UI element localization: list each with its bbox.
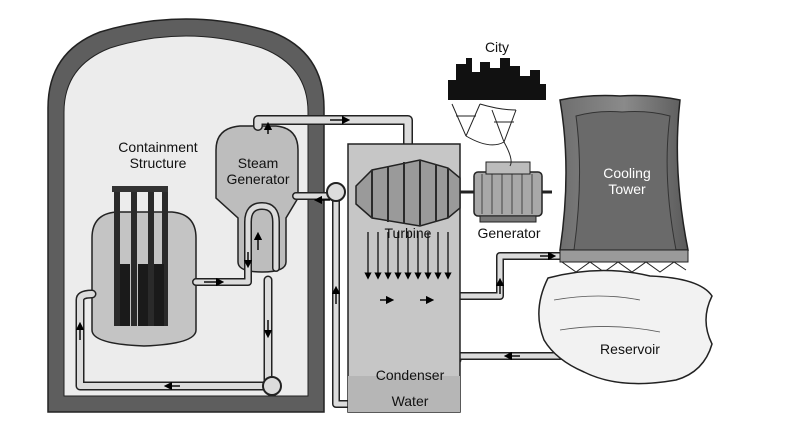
containment-label-line1: Containment	[118, 139, 197, 155]
power-lines	[451, 103, 517, 167]
reservoir	[538, 269, 713, 385]
reactor-vessel	[91, 186, 197, 347]
city-skyline	[448, 58, 546, 100]
cooling-tower-label-line2: Tower	[608, 181, 646, 197]
steam-generator-label-line1: Steam	[238, 155, 278, 171]
cooling-tower-label-line1: Cooling	[603, 165, 650, 181]
generator-label: Generator	[477, 225, 540, 241]
cooling-tower	[559, 94, 689, 273]
reservoir-label: Reservoir	[600, 341, 660, 357]
steam-generator-label-line2: Generator	[226, 171, 289, 187]
condenser-label: Condenser	[376, 367, 445, 383]
turbine	[355, 159, 476, 227]
pipe-joint	[262, 376, 282, 396]
city-label: City	[485, 39, 509, 55]
turbine-label: Turbine	[385, 225, 432, 241]
generator	[473, 161, 552, 223]
pipe-flow-arrows	[75, 115, 557, 391]
water-label: Water	[392, 393, 429, 409]
containment-label-line2: Structure	[130, 155, 187, 171]
steam-flow-arrows	[364, 232, 452, 280]
pipe-joint	[326, 182, 346, 202]
